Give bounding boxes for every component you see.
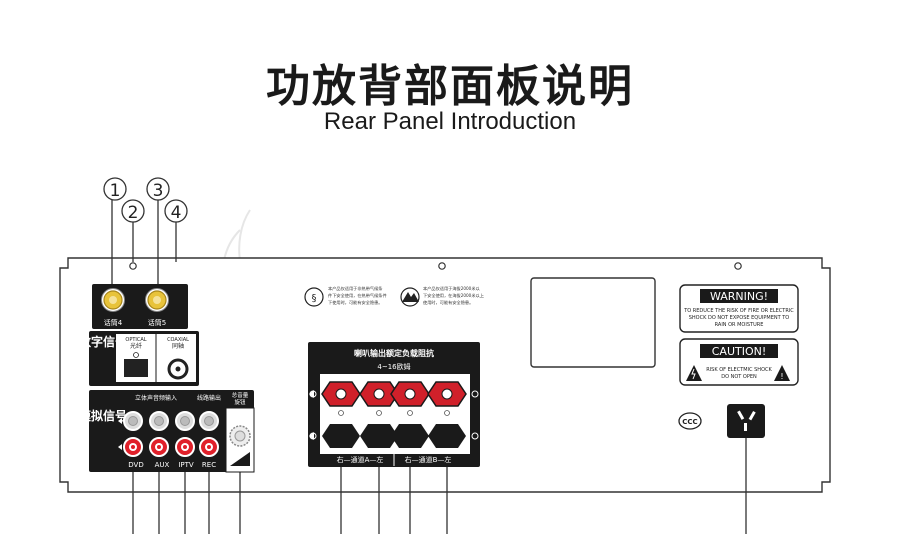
svg-text:本产品仅适用于海拔2000米以: 本产品仅适用于海拔2000米以 <box>423 285 481 292</box>
shock-hazard-icon-left <box>686 365 702 381</box>
volume-ramp-icon <box>230 452 250 466</box>
svg-text:总音量: 总音量 <box>232 391 249 399</box>
svg-text:COAXIAL: COAXIAL <box>167 337 189 343</box>
line-output-label: 线路输出 <box>197 394 221 402</box>
exclamation-hazard-icon-right <box>774 365 790 381</box>
svg-text:数字信号: 数字信号 <box>79 334 127 349</box>
leader-lines <box>111 200 747 534</box>
svg-text:2: 2 <box>128 203 139 223</box>
channel-b-label: 右—通道B—左 <box>405 455 452 464</box>
page-subtitle: Rear Panel Introduction <box>323 108 577 135</box>
tropical-climate-icon <box>304 287 324 307</box>
speaker-red-terminals[interactable] <box>321 381 467 407</box>
mic-input-block: 话筒4 话筒5 <box>92 284 188 329</box>
svg-text:WARNING!: WARNING! <box>710 290 768 303</box>
svg-text:件下安全使用，在热带气候条件: 件下安全使用，在热带气候条件 <box>328 292 387 299</box>
caution-label: CAUTION! ! RISK OF ELECTMIC SHOCK DO NOT… <box>679 338 799 386</box>
svg-text:4: 4 <box>171 203 182 223</box>
speaker-output-block: 喇叭输出额定负载阻抗 4~16欧姆 右—通道A—左 右—通道B—左 <box>308 342 480 467</box>
speaker-header-label: 喇叭输出额定负载阻抗 <box>354 348 434 358</box>
channel-a-label: 右—通道A—左 <box>337 455 384 464</box>
svg-text:RISK OF ELECTMIC SHOCK: RISK OF ELECTMIC SHOCK <box>706 367 772 373</box>
optical-port[interactable] <box>124 359 148 377</box>
panel-window <box>530 277 656 368</box>
jack-label-aux: AUX <box>155 461 170 469</box>
jack-label-rec: REC <box>202 461 216 469</box>
digital-side-label: 数字信号 <box>79 334 127 349</box>
svg-text:本产品仅适用于非热带气候条: 本产品仅适用于非热带气候条 <box>328 285 383 292</box>
speaker-impedance-label: 4~16欧姆 <box>377 362 410 371</box>
stereo-input-label: 立体声音频输入 <box>135 394 177 402</box>
callout-3: 3 <box>146 177 170 201</box>
analog-side-label: 模拟信号 <box>79 408 127 423</box>
svg-text:!: ! <box>780 372 783 381</box>
jack-label-iptv: IPTV <box>178 461 194 469</box>
svg-text:SHOCK DO NOT EXPOSE EQUIPMENT: SHOCK DO NOT EXPOSE EQUIPMENT TO <box>689 315 790 321</box>
svg-text:下使用时，可能有安全隐患。: 下使用时，可能有安全隐患。 <box>328 299 382 306</box>
speaker-black-terminals[interactable] <box>322 424 466 448</box>
callout-1: 1 <box>103 177 127 201</box>
svg-text:使用时，可能有安全隐患。: 使用时，可能有安全隐患。 <box>423 299 473 306</box>
warning-label: WARNING! TO REDUCE THE RISK OF FIRE OR E… <box>679 284 799 333</box>
svg-text:CCC: CCC <box>682 418 697 426</box>
svg-text:同轴: 同轴 <box>172 342 184 350</box>
ccc-mark-icon: CCC <box>678 412 702 430</box>
svg-text:§: § <box>312 293 317 304</box>
mic5-label: 话筒5 <box>148 318 166 327</box>
mic4-label: 话筒4 <box>104 318 123 327</box>
svg-text:DO NOT OPEN: DO NOT OPEN <box>721 374 757 380</box>
jack-label-dvd: DVD <box>128 461 143 469</box>
page-title: 功放背部面板说明 <box>266 61 634 112</box>
climate-note: § 本产品仅适用于非热带气候条 件下安全使用，在热带气候条件 下使用时，可能有安… <box>304 285 387 307</box>
svg-text:1: 1 <box>110 181 121 201</box>
svg-text:光纤: 光纤 <box>130 342 142 350</box>
callout-2: 2 <box>121 199 145 223</box>
altitude-note: 本产品仅适用于海拔2000米以 下安全使用，在海拔2000米以上 使用时，可能有… <box>400 285 484 307</box>
svg-text:3: 3 <box>153 181 164 201</box>
svg-text:TO REDUCE THE RISK OF FIRE OR: TO REDUCE THE RISK OF FIRE OR ELECTRIC <box>683 308 794 314</box>
svg-text:CAUTION!: CAUTION! <box>712 345 767 358</box>
power-socket[interactable] <box>727 404 765 438</box>
svg-text:OPTICAL: OPTICAL <box>125 337 146 343</box>
rca-red-row[interactable] <box>123 437 219 457</box>
digital-input-block: 数字信号 OPTICAL 光纤 COAXIAL 同轴 <box>79 331 199 386</box>
svg-text:RAIN OR MOISTURE: RAIN OR MOISTURE <box>715 322 764 328</box>
rca-white-row[interactable] <box>123 411 219 431</box>
svg-text:旋钮: 旋钮 <box>234 398 246 406</box>
callout-4: 4 <box>164 199 188 223</box>
svg-text:下安全使用，在海拔2000米以上: 下安全使用，在海拔2000米以上 <box>423 292 484 299</box>
altitude-icon <box>400 287 420 307</box>
analog-input-block: 立体声音频输入 线路输出 总音量 旋钮 模拟信号 DVD AUX IPTV RE… <box>79 390 255 473</box>
